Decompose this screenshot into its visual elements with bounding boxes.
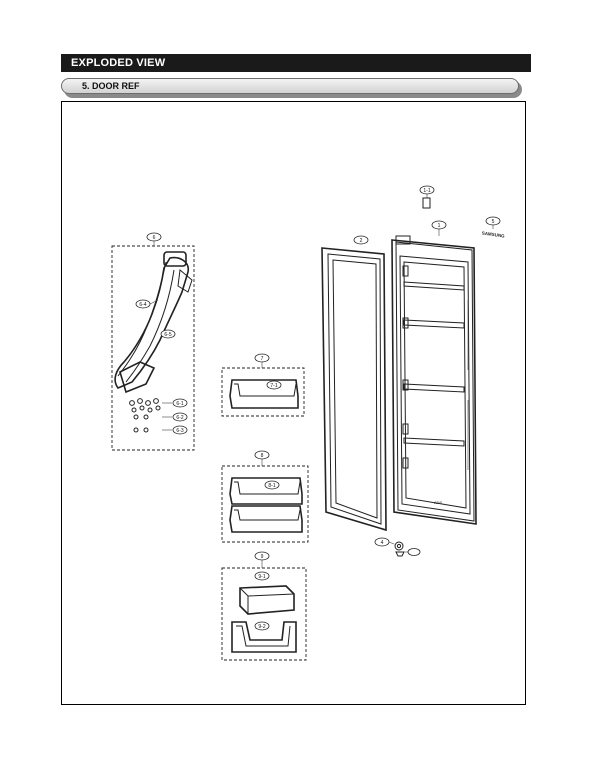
door-bin-group-7: 7 7-1	[221, 353, 305, 417]
handle-group-box	[111, 245, 195, 451]
bottom-hinge-part-4: 4	[374, 537, 421, 557]
dairy-cover-9-1	[239, 585, 295, 615]
bin-group-7-box	[221, 367, 305, 417]
door-mark-label: ADS	[434, 500, 443, 505]
page-header: EXPLODED VIEW	[61, 54, 531, 72]
brand-badge-part-5: 5 SAMSUNG	[481, 216, 505, 239]
callout-5-label: 5	[492, 219, 495, 225]
callout-6	[146, 232, 162, 242]
callout-8-label: 8	[261, 453, 264, 459]
callout-6-3-label: 6-3	[176, 428, 183, 434]
handle-assembly-group: 6 6-4 6-5 6-1 6-2	[111, 232, 195, 451]
screw-set-6-2	[133, 414, 172, 420]
door-shelf	[403, 281, 465, 291]
door-shelf	[403, 319, 465, 329]
section-title: 5. DOOR REF	[82, 81, 140, 91]
door-bin-8-1-upper	[229, 477, 303, 505]
bin-group-8-box	[221, 465, 309, 543]
door-bin-8-1-lower	[229, 505, 303, 533]
callout-6-2	[172, 412, 188, 422]
callout-6-4	[135, 299, 151, 309]
callout-1-label: 1	[438, 223, 441, 229]
handle-bottom-cap	[119, 361, 156, 394]
dairy-group-9-box	[221, 567, 307, 661]
callout-6-4-label: 6-4	[139, 302, 146, 308]
handle-top-cap	[163, 251, 187, 267]
callout-2-label: 2	[360, 238, 363, 244]
callout-7-label: 7	[261, 356, 264, 362]
door-panel	[391, 239, 477, 525]
screw-set-6-1	[129, 398, 172, 413]
door-shelf	[403, 383, 465, 393]
callout-6-3	[172, 425, 188, 435]
dairy-compartment-group-9: 9 9-1 9-2	[221, 551, 307, 661]
callout-2	[353, 235, 369, 245]
brand-badge-text: SAMSUNG	[481, 230, 505, 238]
callout-8-1-label: 8-1	[268, 483, 275, 489]
door-shelf	[403, 437, 465, 447]
header-title: EXPLODED VIEW	[71, 57, 166, 69]
callout-6-2-label: 6-2	[176, 415, 183, 421]
door-cap-1-1	[422, 197, 431, 209]
callout-9-2-label: 9-2	[258, 624, 265, 630]
callout-6-1	[172, 398, 188, 408]
callout-4-label: 4	[381, 540, 384, 546]
dairy-case-9-2	[231, 621, 297, 653]
door-top-hinge	[395, 235, 411, 245]
door-assembly-part-1: 1-1 1 ADS	[391, 185, 477, 525]
callout-1-1-label: 1-1	[423, 188, 430, 194]
section-bar: 5. DOOR REF	[61, 78, 519, 94]
callout-4-2	[407, 548, 421, 556]
callout-7-1	[266, 380, 282, 390]
callout-6-5	[160, 329, 176, 339]
door-bin-group-8: 8 8-1	[221, 450, 309, 543]
screw-set-6-3	[133, 427, 172, 433]
callout-6-5-label: 6-5	[164, 332, 171, 338]
callout-7-1-label: 7-1	[270, 383, 277, 389]
door-gasket-part-2: 2	[321, 235, 387, 532]
diagram-frame	[61, 101, 526, 705]
callout-6-label: 6	[153, 235, 156, 241]
door-bin-7-1	[229, 379, 299, 409]
door-gasket-outline	[321, 247, 387, 532]
callout-9-1-label: 9-1	[258, 574, 265, 580]
callout-9-2	[254, 621, 270, 631]
callout-8-1	[264, 480, 280, 490]
hinge-bushing	[394, 541, 404, 551]
callout-9-label: 9	[261, 554, 264, 560]
callout-6-1-label: 6-1	[176, 401, 183, 407]
callout-9-1	[254, 571, 270, 581]
